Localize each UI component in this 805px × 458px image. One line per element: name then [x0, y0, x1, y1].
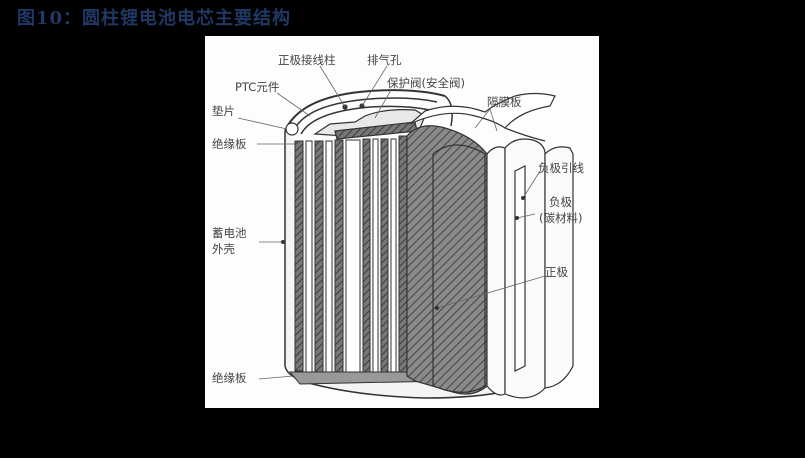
- diagram-panel: 正极接线柱 排气孔 PTC元件 保护阀(安全阀) 垫片 隔膜板 绝缘板 负极引线…: [205, 36, 599, 408]
- label-top-insulator: 绝缘板: [212, 137, 247, 151]
- figure-title: 图10：圆柱锂电池电芯主要结构: [17, 8, 292, 29]
- positive-electrode-sheet: [406, 125, 488, 395]
- label-case-line2: 外壳: [212, 242, 235, 256]
- label-ptc-element: PTC元件: [235, 80, 280, 94]
- label-case-line1: 蓄电池: [212, 226, 247, 240]
- label-separator: 隔膜板: [487, 95, 522, 109]
- label-bottom-insulator: 绝缘板: [212, 371, 247, 385]
- label-negative-electrode-material: (碳材料): [539, 211, 583, 225]
- label-negative-lead: 负极引线: [538, 161, 584, 175]
- separator-and-negative-sheets: [409, 92, 574, 399]
- label-positive-electrode: 正极: [545, 265, 568, 279]
- label-negative-electrode: 负极: [549, 195, 572, 209]
- label-safety-valve: 保护阀(安全阀): [387, 76, 465, 90]
- label-vent-hole: 排气孔: [367, 53, 402, 67]
- label-positive-terminal: 正极接线柱: [278, 53, 336, 67]
- leader-lines: [237, 65, 546, 380]
- electrode-winding: [288, 135, 447, 385]
- battery-cutaway-illustration: [237, 65, 574, 399]
- label-gasket: 垫片: [212, 104, 235, 118]
